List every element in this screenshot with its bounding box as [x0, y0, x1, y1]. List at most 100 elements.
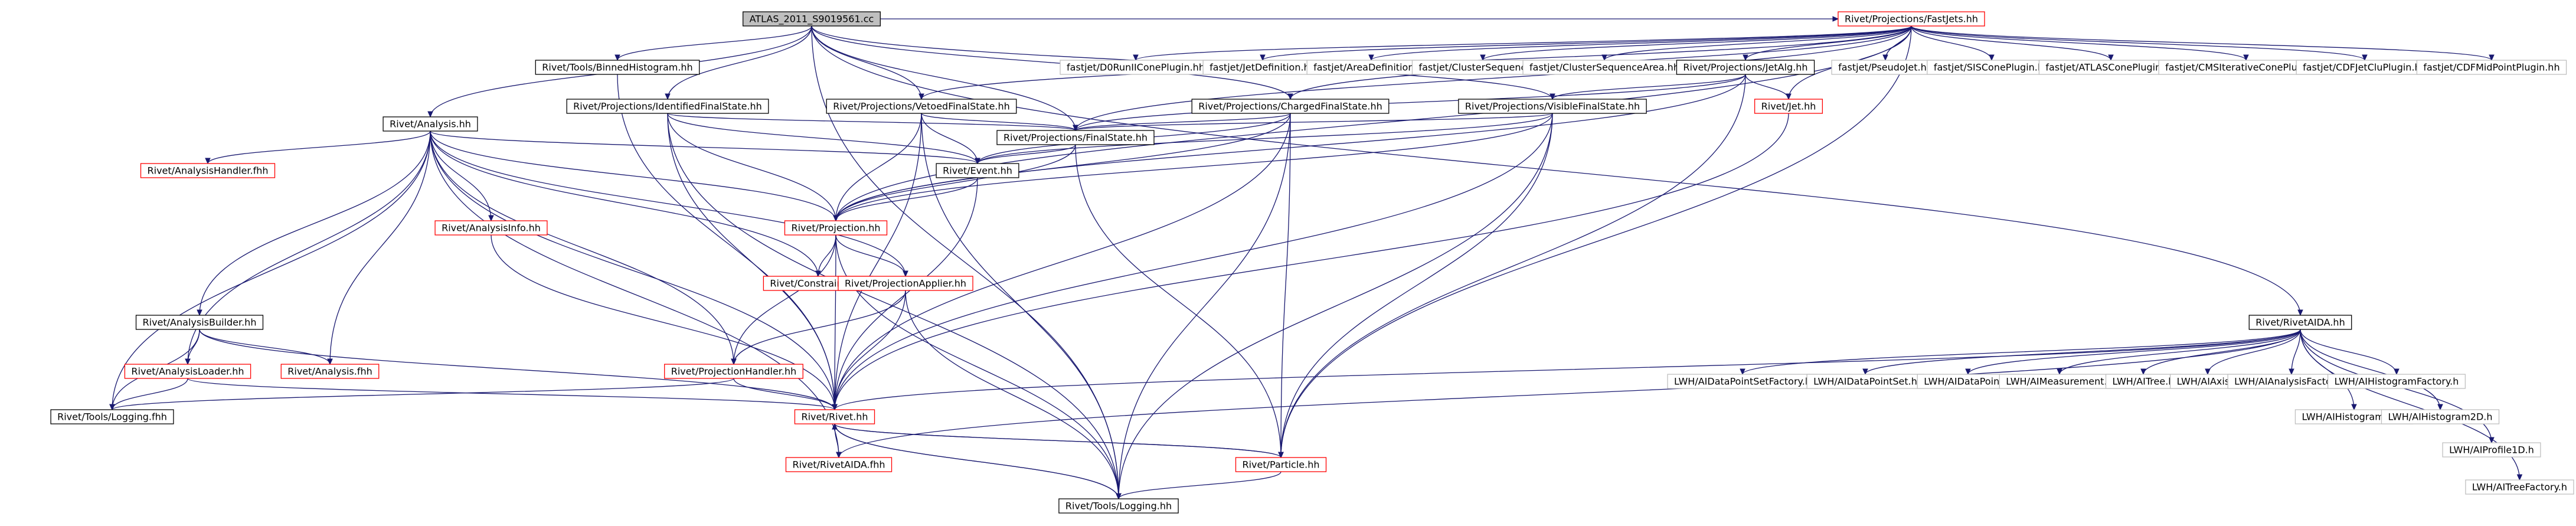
- node-box: [2442, 442, 2541, 458]
- edge-fastjets-to-areadef: [1368, 25, 1912, 61]
- node-box: [135, 315, 264, 330]
- node-label: LWH/AIAnalysisFactory.h: [2234, 376, 2349, 387]
- edge-rivetaida-to-lwh_tf: [2300, 329, 2523, 481]
- node-label: fastjet/SISConePlugin.hh: [1934, 62, 2049, 73]
- node-rivetjet[interactable]: Rivet/Jet.hh: [1754, 99, 1823, 114]
- node-aidafhh[interactable]: Rivet/RivetAIDA.fhh: [785, 457, 893, 472]
- node-box: [1191, 99, 1390, 114]
- edge-projapplier-to-projhandler: [731, 290, 906, 365]
- edge-jetalg-to-particle: [1278, 74, 1746, 459]
- node-jetalg[interactable]: Rivet/Projections/JetAlg.hh: [1676, 60, 1815, 75]
- node-label: fastjet/JetDefinition.hh: [1209, 62, 1316, 73]
- node-box: [664, 364, 803, 379]
- node-idfs[interactable]: Rivet/Projections/IdentifiedFinalState.h…: [566, 99, 769, 114]
- node-label: Rivet/Particle.hh: [1242, 459, 1319, 471]
- edge-fastjets-to-atlascone: [1911, 25, 2114, 61]
- edge-projection-to-projapplier: [835, 234, 908, 277]
- node-box: [140, 163, 276, 178]
- node-label: Rivet/Analysis.fhh: [287, 366, 372, 377]
- edge-event-to-projection: [833, 177, 978, 222]
- node-anafhh[interactable]: Rivet/Analysis.fhh: [280, 364, 380, 379]
- node-rivetaida[interactable]: Rivet/RivetAIDA.hh: [2248, 315, 2352, 330]
- edge-analysis-to-handlerfhh: [205, 130, 431, 165]
- node-label: Rivet/Jet.hh: [1761, 101, 1816, 112]
- node-box: [838, 276, 973, 291]
- node-box: [2416, 60, 2567, 75]
- node-binnedhist[interactable]: Rivet/Tools/BinnedHistogram.hh: [535, 60, 700, 75]
- node-visiblefs[interactable]: Rivet/Projections/VisibleFinalState.hh: [1458, 99, 1647, 114]
- edge-chargedfs-to-particle: [1278, 113, 1291, 459]
- edge-idfs-to-projection: [667, 113, 839, 222]
- node-root[interactable]: ATLAS_2011_S9019561.cc: [743, 11, 881, 27]
- node-logging[interactable]: Rivet/Tools/Logging.hh: [1058, 498, 1179, 514]
- edge-anabuilder-to-anafhh: [199, 329, 333, 365]
- edge-analysis-to-analysisinfo: [430, 130, 494, 222]
- node-label: fastjet/ATLASConePlugin.hh: [2045, 62, 2176, 73]
- edge-finalstate-to-particle: [1075, 144, 1284, 459]
- edge-analysis-to-projection: [430, 130, 839, 222]
- node-analoader[interactable]: Rivet/AnalysisLoader.hh: [124, 364, 251, 379]
- edge-rivetaida-to-lwh_h1: [2300, 329, 2357, 411]
- node-projhandler[interactable]: Rivet/ProjectionHandler.hh: [664, 364, 803, 379]
- node-handlerfhh[interactable]: Rivet/AnalysisHandler.fhh: [140, 163, 276, 178]
- edge-rivetaida-to-lwh_axis: [2205, 329, 2301, 375]
- node-anabuilder[interactable]: Rivet/AnalysisBuilder.hh: [135, 315, 264, 330]
- node-label: Rivet/Tools/BinnedHistogram.hh: [542, 62, 692, 73]
- edge-finalstate-to-projection: [833, 144, 1076, 222]
- node-projapplier[interactable]: Rivet/ProjectionApplier.hh: [838, 276, 973, 291]
- node-label: Rivet/Rivet.hh: [801, 411, 868, 423]
- node-label: Rivet/Analysis.hh: [390, 119, 471, 130]
- node-box: [1667, 374, 1818, 389]
- node-label: LWH/AIHistogram2D.h: [2388, 411, 2492, 423]
- node-label: Rivet/Event.hh: [943, 165, 1012, 177]
- node-label: Rivet/Projections/FinalState.hh: [1003, 132, 1148, 143]
- node-d0run: fastjet/D0RunIIConePlugin.hh: [1060, 60, 1212, 75]
- edge-analoader-to-rivethh: [187, 378, 838, 411]
- node-box: [1676, 60, 1815, 75]
- node-label: fastjet/CDFJetCluPlugin.hh: [2303, 62, 2427, 73]
- node-toolslogfhh[interactable]: Rivet/Tools/Logging.fhh: [50, 409, 174, 424]
- edge-idfs-to-finalstate: [667, 113, 1078, 132]
- node-label: fastjet/AreaDefinition.hh: [1313, 62, 1429, 73]
- node-lwh_dpsf: LWH/AIDataPointSetFactory.h: [1667, 374, 1818, 389]
- node-event[interactable]: Rivet/Event.hh: [936, 163, 1019, 178]
- node-chargedfs[interactable]: Rivet/Projections/ChargedFinalState.hh: [1191, 99, 1390, 114]
- node-label: LWH/AIAxis.h: [2177, 376, 2239, 387]
- node-analysis[interactable]: Rivet/Analysis.hh: [383, 116, 478, 132]
- edge-analysisinfo-to-rivethh: [491, 234, 838, 411]
- edge-fastjets-to-jetalg: [1743, 25, 1912, 61]
- edge-rivetaida-to-lwh_dpsf: [1740, 329, 2301, 375]
- node-label: Rivet/Projection.hh: [791, 223, 880, 234]
- node-label: fastjet/CMSIterativeConePlugin.hh: [2165, 62, 2327, 73]
- node-finalstate[interactable]: Rivet/Projections/FinalState.hh: [996, 130, 1155, 145]
- edge-vetoedfs-to-finalstate: [921, 113, 1078, 132]
- node-box: [1522, 60, 1686, 75]
- node-label: Rivet/Tools/Logging.fhh: [57, 411, 167, 423]
- edge-jetalg-to-rivetjet: [1745, 74, 1792, 100]
- node-box: [1202, 60, 1323, 75]
- node-lwh_hf: LWH/AIHistogramFactory.h: [2327, 374, 2466, 389]
- node-lwh_h2: LWH/AIHistogram2D.h: [2381, 409, 2500, 424]
- node-lwh_p1: LWH/AIProfile1D.h: [2442, 442, 2541, 458]
- node-box: [535, 60, 700, 75]
- node-vetoedfs[interactable]: Rivet/Projections/VetoedFinalState.hh: [826, 99, 1017, 114]
- node-siscone: fastjet/SISConePlugin.hh: [1927, 60, 2057, 75]
- node-pseudojet: fastjet/PseudoJet.hh: [1831, 60, 1940, 75]
- node-box: [1458, 99, 1647, 114]
- node-label: LWH/AITree.h: [2113, 376, 2175, 387]
- node-analysisinfo[interactable]: Rivet/AnalysisInfo.hh: [434, 220, 548, 236]
- node-label: Rivet/Tools/Logging.hh: [1065, 501, 1172, 512]
- edge-rivetaida-to-lwh_hf: [2300, 329, 2400, 375]
- node-projection[interactable]: Rivet/Projection.hh: [784, 220, 888, 236]
- edge-projection-to-projhandler: [731, 234, 836, 365]
- node-cdfjetclu: fastjet/CDFJetCluPlugin.hh: [2296, 60, 2434, 75]
- edge-projection-to-constraints: [815, 234, 836, 277]
- node-fastjets[interactable]: Rivet/Projections/FastJets.hh: [1838, 11, 1985, 27]
- node-lwh_meas: LWH/AIMeasurement.h: [1999, 374, 2120, 389]
- edge-rivetaida-to-lwh_tree: [2140, 329, 2301, 375]
- node-particle[interactable]: Rivet/Particle.hh: [1235, 457, 1327, 472]
- edge-fastjets-to-clseq: [1480, 25, 1912, 61]
- node-rivethh[interactable]: Rivet/Rivet.hh: [794, 409, 875, 424]
- edge-analysis-to-event: [430, 130, 980, 165]
- edge-root-to-fastjets: [880, 16, 1839, 22]
